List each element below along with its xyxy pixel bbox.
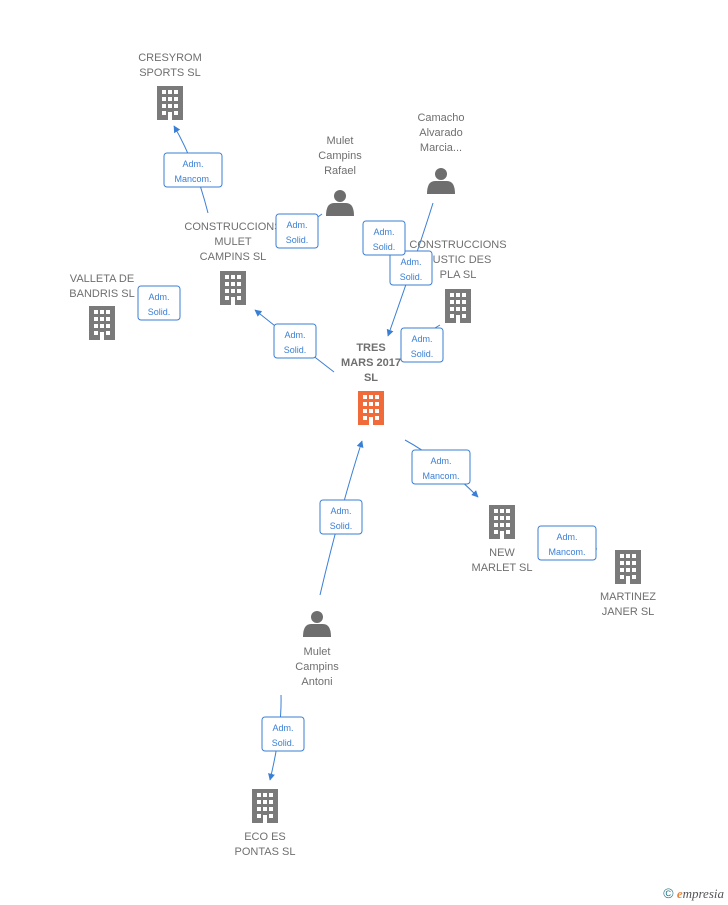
- relation-badge-r9[interactable]: Adm. Mancom.: [537, 525, 597, 561]
- relation-label-line: Adm.: [411, 334, 432, 344]
- node-new-marlet[interactable]: NEW MARLET SL: [472, 505, 533, 574]
- node-label-line: ECO ES: [244, 831, 286, 843]
- node-label-line: CONSTRUCCIONS: [184, 221, 281, 233]
- node-cresyrom[interactable]: CRESYROM SPORTS SL: [138, 52, 202, 120]
- node-label-line: Alvarado: [419, 127, 462, 139]
- building-icon: [252, 789, 278, 823]
- relation-badge-r5[interactable]: Adm. Solid.: [389, 250, 433, 286]
- node-label-line: CONSTRUCCIONS: [409, 239, 506, 251]
- node-label-line: SPORTS SL: [139, 67, 201, 79]
- node-label-line: Mulet: [327, 135, 354, 147]
- relation-label-line: Solid.: [411, 349, 434, 359]
- person-icon: [303, 611, 331, 637]
- building-icon: [220, 271, 246, 305]
- node-camacho[interactable]: CamachoAlvaradoMarcia...: [417, 112, 465, 194]
- relation-labels: Adm. Mancom. Adm. Solid. Adm. Solid. Adm. Solid…: [137, 152, 597, 752]
- relation-label-line: Solid.: [286, 235, 309, 245]
- node-valleta[interactable]: VALLETA DE BANDRIS SL: [69, 273, 135, 340]
- building-icon: [615, 550, 641, 584]
- node-label-line: RUSTIC DES: [425, 254, 492, 266]
- relation-badge-r4[interactable]: Adm. Solid.: [137, 285, 181, 321]
- relation-badge-r2[interactable]: Adm. Solid.: [275, 213, 319, 249]
- relation-label-line: Adm.: [284, 330, 305, 340]
- node-label-line: CRESYROM: [138, 52, 202, 64]
- brand-initial: e: [676, 886, 683, 901]
- relation-badge-r6[interactable]: Adm. Solid.: [362, 220, 406, 256]
- brand-watermark: © empresia: [663, 885, 724, 902]
- person-icon: [427, 168, 455, 194]
- node-eco-es-pontas[interactable]: ECO ES PONTAS SL: [235, 789, 296, 858]
- node-martinez-janer[interactable]: MARTINEZ JANER SL: [600, 550, 656, 618]
- relation-label-line: Solid.: [272, 738, 295, 748]
- node-construccions-rustic[interactable]: CONSTRUCCIONS RUSTIC DES PLA SL: [409, 239, 507, 323]
- relation-badge-r11[interactable]: Adm. Solid.: [261, 716, 305, 752]
- relation-label-line: Adm.: [330, 506, 351, 516]
- relation-label-line: Adm.: [373, 227, 394, 237]
- node-label-line: Antoni: [301, 676, 332, 688]
- node-label-line: PONTAS SL: [235, 846, 296, 858]
- relation-label-line: Adm.: [430, 456, 451, 466]
- building-icon: [445, 289, 471, 323]
- relation-badge-r8[interactable]: Adm. Mancom.: [411, 449, 471, 485]
- relation-label-line: Adm.: [272, 723, 293, 733]
- copyright-symbol: ©: [663, 885, 674, 901]
- building-icon: [89, 306, 115, 340]
- relation-label-line: Adm.: [182, 159, 203, 169]
- node-label-line: MARS 2017: [341, 357, 401, 369]
- node-label-line: MARLET SL: [472, 562, 533, 574]
- relation-label-line: Solid.: [400, 272, 423, 282]
- node-label-line: NEW: [489, 547, 515, 559]
- relation-label-line: Solid.: [330, 521, 353, 531]
- node-label-line: Camacho: [417, 112, 464, 124]
- relation-badge-r1[interactable]: Adm. Mancom.: [163, 152, 223, 188]
- building-icon-focus: [358, 391, 384, 425]
- node-label-line: MARTINEZ: [600, 591, 656, 603]
- node-label-line: Mulet: [304, 646, 331, 658]
- node-label-line: Campins: [295, 661, 339, 673]
- relation-badge-r7[interactable]: Adm. Solid.: [400, 327, 444, 363]
- relation-label-line: Mancom.: [174, 174, 211, 184]
- node-label-line: VALLETA DE: [70, 273, 134, 285]
- node-label-line: JANER SL: [602, 606, 655, 618]
- node-construccions-mulet[interactable]: CONSTRUCCIONS MULET CAMPINS SL: [184, 221, 282, 305]
- node-label-line: PLA SL: [440, 269, 477, 281]
- relation-label-line: Solid.: [284, 345, 307, 355]
- node-label-line: Campins: [318, 150, 362, 162]
- relation-label-line: Solid.: [373, 242, 396, 252]
- relation-label-line: Mancom.: [548, 547, 585, 557]
- relation-label-line: Adm.: [400, 257, 421, 267]
- relation-badge-r3[interactable]: Adm. Solid.: [273, 323, 317, 359]
- node-label-line: Marcia...: [420, 142, 462, 154]
- node-label-line: CAMPINS SL: [200, 251, 267, 263]
- node-label-line: SL: [364, 372, 378, 384]
- relation-badge-r10[interactable]: Adm. Solid.: [319, 499, 363, 535]
- node-label-line: Rafael: [324, 165, 356, 177]
- person-icon: [326, 190, 354, 216]
- relation-label-line: Adm.: [148, 292, 169, 302]
- node-label-line: MULET: [214, 236, 252, 248]
- brand-name: mpresia: [682, 886, 724, 901]
- node-label-line: TRES: [356, 342, 385, 354]
- building-icon: [489, 505, 515, 539]
- relation-label-line: Adm.: [286, 220, 307, 230]
- node-label-line: BANDRIS SL: [69, 288, 134, 300]
- building-icon: [157, 86, 183, 120]
- relation-label-line: Solid.: [148, 307, 171, 317]
- relation-label-line: Adm.: [556, 532, 577, 542]
- relation-label-line: Mancom.: [422, 471, 459, 481]
